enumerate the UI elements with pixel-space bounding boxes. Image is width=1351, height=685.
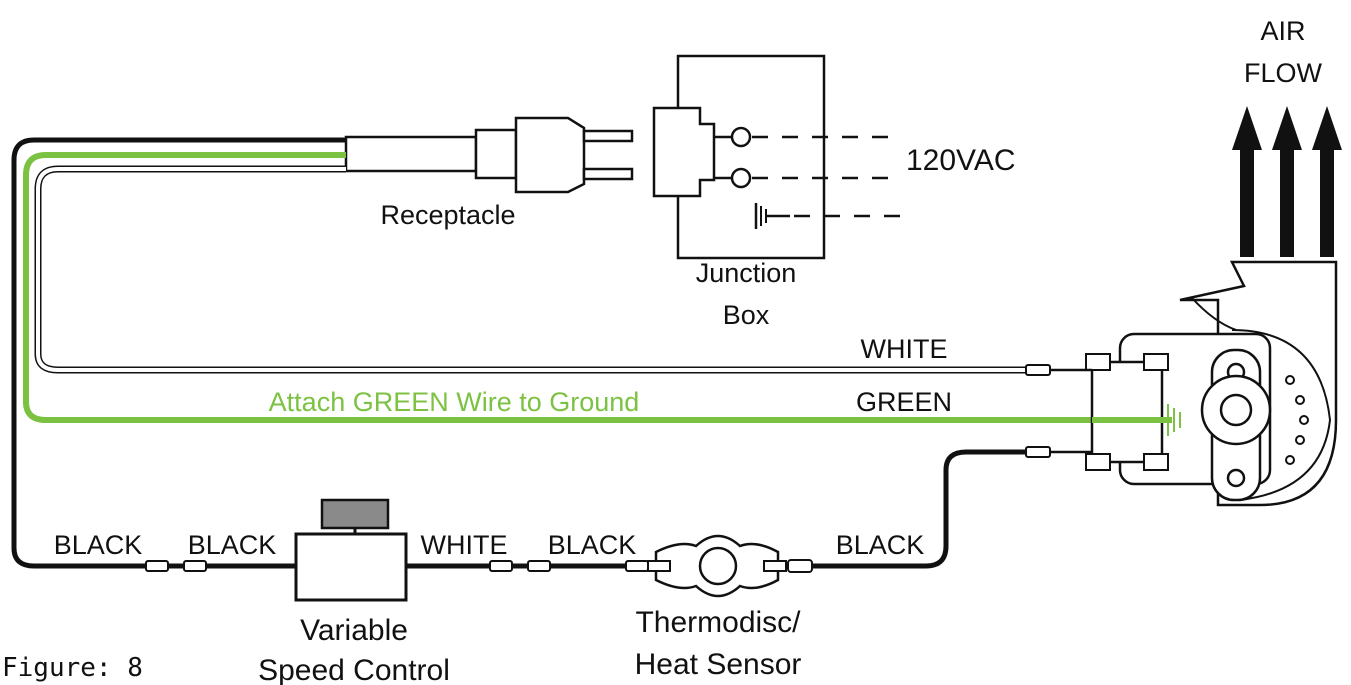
blower-motor — [1050, 260, 1338, 507]
speed-control-label-line2: Speed Control — [258, 654, 450, 685]
motor-ground-symbol-icon — [1167, 404, 1181, 436]
white-wire-label: WHITE — [861, 334, 948, 364]
air-flow-label-line2: FLOW — [1244, 58, 1323, 88]
black-wire-label-1: BLACK — [54, 530, 143, 560]
black-wire-label-2: BLACK — [188, 530, 277, 560]
green-wire — [23, 152, 1172, 423]
black-wire-label-4: BLACK — [836, 530, 925, 560]
speed-control-label-line1: Variable — [300, 614, 408, 647]
junction-box-label-line2: Box — [723, 300, 770, 330]
junction-box — [652, 54, 910, 260]
black-wire-cord — [11, 137, 346, 569]
supply-lines — [752, 135, 910, 218]
receptacle-plug — [344, 116, 634, 194]
air-flow-label-line1: AIR — [1260, 16, 1305, 46]
white-wire-label-2: WHITE — [421, 530, 508, 560]
variable-speed-control — [294, 498, 408, 602]
black-wire-label-3: BLACK — [548, 530, 637, 560]
thermodisc-sensor — [647, 534, 787, 598]
white-wire — [36, 167, 1032, 372]
power-cord — [11, 137, 1172, 569]
receptacle-label: Receptacle — [380, 200, 515, 230]
thermodisc-label-line2: Heat Sensor — [635, 648, 802, 681]
ground-symbol-icon — [754, 203, 790, 229]
green-wire-note: Attach GREEN Wire to Ground — [269, 387, 640, 417]
air-flow-arrows-icon — [1232, 106, 1342, 257]
green-wire-label: GREEN — [856, 387, 952, 417]
junction-box-label-line1: Junction — [696, 258, 797, 288]
figure-caption: Figure: 8 — [2, 653, 143, 683]
thermodisc-label-line1: Thermodisc/ — [635, 606, 801, 639]
voltage-label: 120VAC — [906, 144, 1016, 177]
